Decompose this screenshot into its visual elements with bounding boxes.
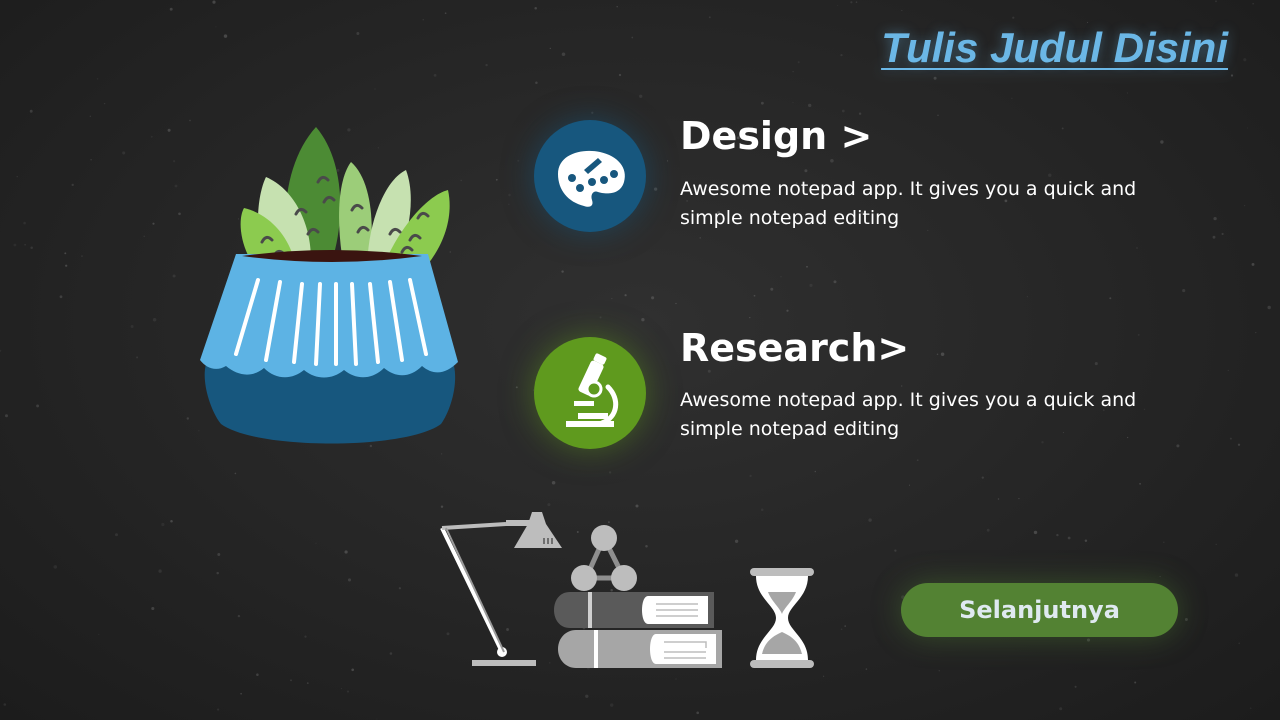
slide-title: Tulis Judul Disini [881,24,1228,71]
molecule [571,525,637,591]
book-stack [554,592,722,668]
desk-lamp-books-hourglass-illustration [440,512,814,668]
research-icon-circle [534,337,646,449]
design-description: Awesome notepad app. It gives you a quic… [680,178,1137,229]
potted-plant-illustration [200,127,458,444]
hourglass-icon [750,568,814,668]
research-title[interactable]: Research> [680,326,910,370]
design-title[interactable]: Design > [680,114,873,158]
next-button[interactable]: Selanjutnya [901,583,1178,637]
desk-lamp [440,512,562,666]
microscope-icon [566,353,619,427]
research-description: Awesome notepad app. It gives you a quic… [680,389,1137,440]
design-icon-circle [534,120,646,232]
palette-icon [558,150,625,207]
